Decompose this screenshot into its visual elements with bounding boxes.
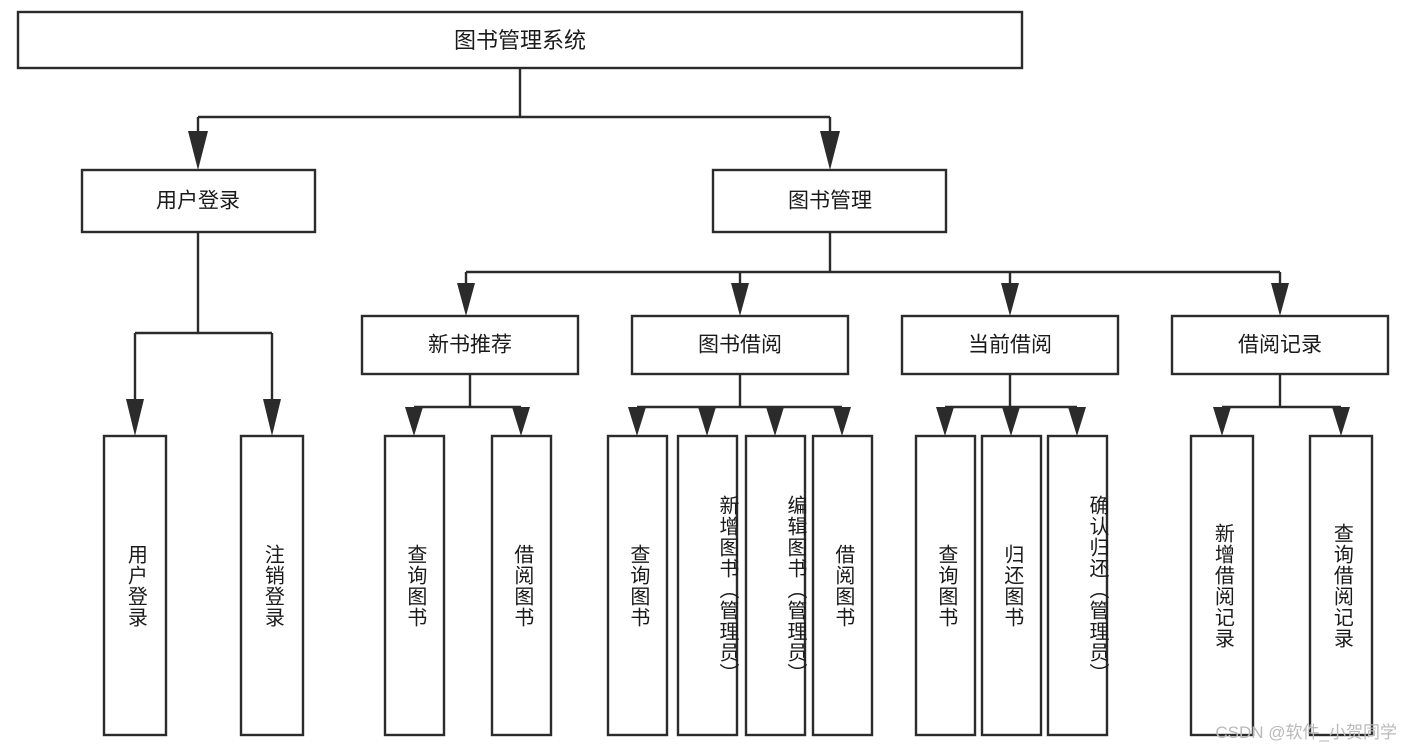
- node-borrow-record-box[interactable]: [1170, 314, 1390, 376]
- leaf-box-book-borrow-4[interactable]: [811, 434, 874, 737]
- node-new-book-box[interactable]: [360, 314, 580, 376]
- leaf-box-borrow-record-1[interactable]: [1189, 434, 1255, 737]
- arrowhead-leaf-user-login-1: [126, 399, 144, 436]
- arrowhead-leaf-book-borrow-2: [698, 407, 716, 436]
- arrowhead-leaf-user-login-2: [263, 399, 281, 436]
- leaf-box-book-borrow-1[interactable]: [606, 434, 669, 737]
- arrowhead-leaf-book-borrow-1: [628, 407, 646, 436]
- arrowhead-leaf-new-book-2: [512, 407, 530, 436]
- node-book-manage-label: 图书管理: [788, 190, 872, 213]
- node-root[interactable]: 图书管理系统: [16, 10, 1024, 70]
- leaf-box-book-borrow-2[interactable]: [676, 434, 739, 737]
- node-new-book-label: 新书推荐: [428, 334, 512, 357]
- leaf-box-new-book-2[interactable]: [490, 434, 553, 737]
- leaf-box-book-borrow-3[interactable]: [744, 434, 807, 737]
- node-user-login-box[interactable]: [80, 168, 317, 234]
- leaf-group-borrow-record: [1189, 434, 1374, 737]
- arrowhead-leaf-new-book-1: [405, 407, 423, 436]
- connector-group-book-borrow: [628, 374, 851, 436]
- connector-group-root: [188, 68, 840, 170]
- node-root-box[interactable]: [16, 10, 1024, 70]
- node-book-borrow-box[interactable]: [630, 314, 850, 376]
- leaf-box-current-borrow-1[interactable]: [914, 434, 977, 737]
- node-borrow-record-label: 借阅记录: [1238, 334, 1322, 357]
- leaf-group-user-login: [102, 434, 305, 737]
- leaf-box-new-book-1[interactable]: [383, 434, 446, 737]
- arrowhead-leaf-current-borrow-1: [936, 407, 954, 436]
- node-borrow-record[interactable]: 借阅记录: [1170, 314, 1390, 376]
- arrowhead-leaf-book-borrow-4: [833, 407, 851, 436]
- node-new-book[interactable]: 新书推荐: [360, 314, 580, 376]
- arrowhead-current-borrow: [1001, 283, 1019, 316]
- arrowhead-new-book: [457, 283, 475, 316]
- arrowhead-user-login: [188, 131, 208, 170]
- node-book-borrow-label: 图书借阅: [698, 334, 782, 357]
- connector-group-new-book: [405, 374, 530, 436]
- node-user-login-label: 用户登录: [156, 190, 240, 213]
- connector-group-current-borrow: [936, 374, 1086, 436]
- arrowhead-leaf-current-borrow-2: [1002, 407, 1020, 436]
- connector-group-book-manage: [457, 232, 1289, 316]
- node-root-label: 图书管理系统: [454, 28, 586, 53]
- node-current-borrow-box[interactable]: [900, 314, 1120, 376]
- arrowhead-leaf-book-borrow-3: [766, 407, 784, 436]
- node-book-borrow[interactable]: 图书借阅: [630, 314, 850, 376]
- connector-group-borrow-record: [1213, 374, 1350, 436]
- arrowhead-leaf-current-borrow-3: [1068, 407, 1086, 436]
- leaf-group-book-borrow: [606, 434, 874, 737]
- node-current-borrow[interactable]: 当前借阅: [900, 314, 1120, 376]
- arrowhead-leaf-borrow-record-1: [1213, 407, 1231, 436]
- leaf-box-current-borrow-2[interactable]: [980, 434, 1043, 737]
- node-book-manage[interactable]: 图书管理: [711, 168, 948, 234]
- arrowhead-book-manage: [820, 131, 840, 170]
- connector-group-user-login: [126, 232, 281, 436]
- arrowhead-book-borrow: [731, 283, 749, 316]
- arrowhead-borrow-record: [1271, 283, 1289, 316]
- leaf-box-user-login-2[interactable]: [239, 434, 305, 737]
- leaf-box-current-borrow-3[interactable]: [1046, 434, 1109, 737]
- csdn-watermark: CSDN @软件_小贺同学: [1215, 723, 1397, 742]
- arrowhead-leaf-borrow-record-2: [1332, 407, 1350, 436]
- node-user-login[interactable]: 用户登录: [80, 168, 317, 234]
- node-current-borrow-label: 当前借阅: [968, 334, 1052, 357]
- node-book-manage-box[interactable]: [711, 168, 948, 234]
- leaf-group-new-book: [383, 434, 553, 737]
- leaf-box-borrow-record-2[interactable]: [1308, 434, 1374, 737]
- leaf-group-current-borrow: [914, 434, 1109, 737]
- leaf-box-user-login-1[interactable]: [102, 434, 168, 737]
